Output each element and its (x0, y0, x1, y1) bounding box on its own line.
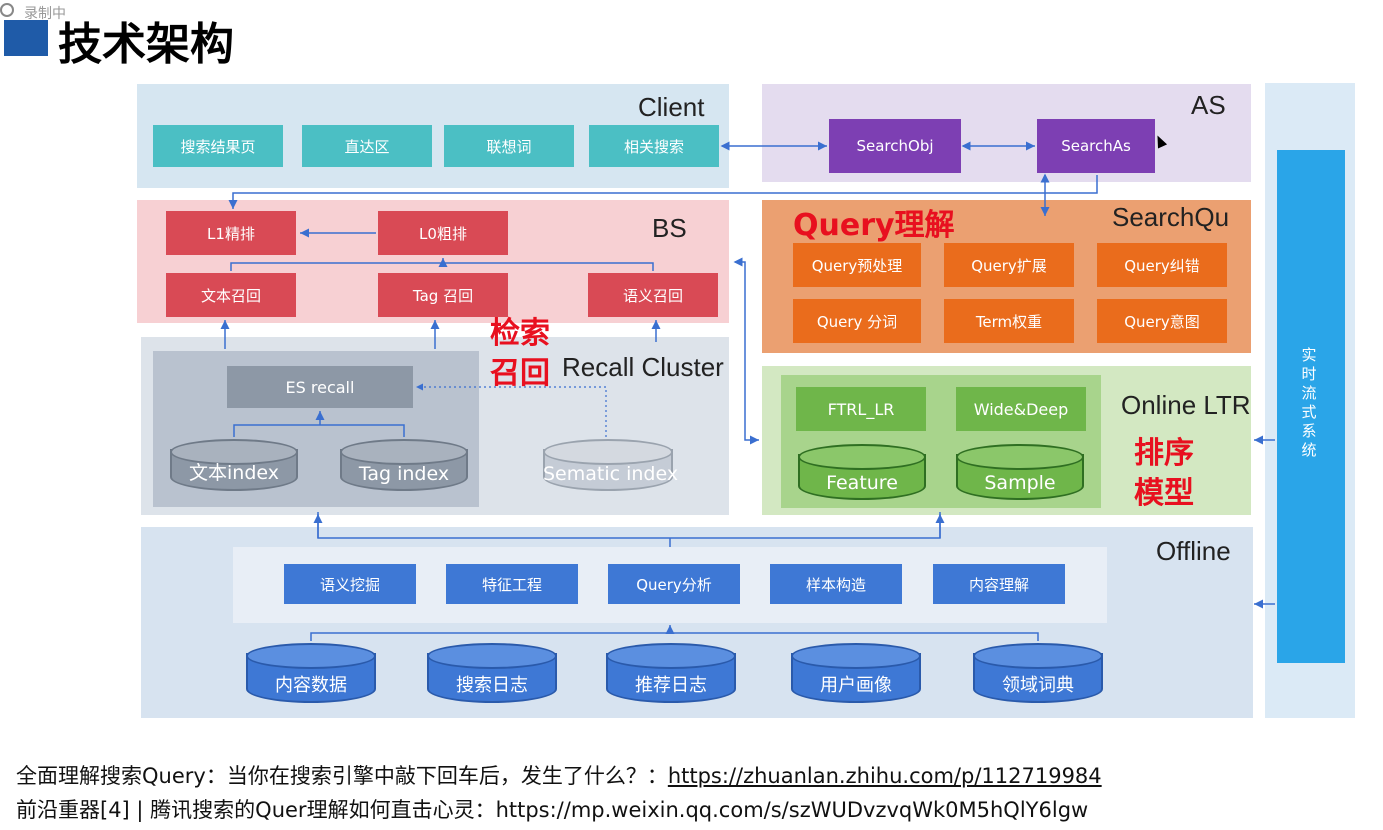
query-segment[interactable]: Query 分词 (793, 299, 921, 343)
source-content-data[interactable]: 内容数据 (246, 643, 376, 703)
as-title: AS (1191, 90, 1226, 120)
footer-line-2: 前沿重器[4] | 腾讯搜索的Quer理解如何直击心灵：https://mp.w… (16, 798, 1089, 822)
source-search-log[interactable]: 搜索日志 (427, 643, 557, 703)
ltr-title: Online LTR (1121, 390, 1251, 420)
client-item-suggest[interactable]: 联想词 (444, 125, 574, 167)
ltr-wide-deep[interactable]: Wide&Deep (956, 387, 1086, 431)
footer-line-1: 全面理解搜索Query：当你在搜索引擎中敲下回车后，发生了什么？：https:/… (16, 760, 1102, 790)
realtime-label: 实时流式系统 (1301, 346, 1317, 459)
page-title: 技术架构 (58, 19, 234, 70)
bs-l0-ranking[interactable]: L0粗排 (378, 211, 508, 255)
bs-text-recall[interactable]: 文本召回 (166, 273, 296, 317)
recall-red-label-1: 检索 (490, 316, 550, 351)
query-expand[interactable]: Query扩展 (944, 243, 1074, 287)
client-title: Client (638, 92, 705, 122)
index-semantic[interactable]: Sematic index (543, 439, 678, 491)
ltr-ftrl-lr[interactable]: FTRL_LR (796, 387, 926, 431)
source-recommend-log[interactable]: 推荐日志 (606, 643, 736, 703)
client-item-related-search[interactable]: 相关搜索 (589, 125, 719, 167)
query-intent[interactable]: Query意图 (1097, 299, 1227, 343)
ltr-red-label-2: 模型 (1134, 476, 1194, 511)
recall-es-recall[interactable]: ES recall (227, 366, 413, 408)
recording-badge: 录制中 (0, 0, 80, 22)
offline-task-query-analysis[interactable]: Query分析 (608, 564, 740, 604)
title-square-icon (4, 20, 48, 56)
recall-red-label-2: 召回 (490, 356, 550, 391)
offline-title: Offline (1156, 536, 1231, 566)
bs-l1-ranking[interactable]: L1精排 (166, 211, 296, 255)
query-title: SearchQu (1112, 202, 1230, 232)
query-term-weight[interactable]: Term权重 (944, 299, 1074, 343)
recording-icon (0, 3, 14, 17)
source-user-profile[interactable]: 用户画像 (791, 643, 921, 703)
as-searchas[interactable]: SearchAs (1037, 119, 1155, 173)
bs-title: BS (652, 213, 687, 243)
source-domain-dict[interactable]: 领域词典 (973, 643, 1103, 703)
query-correct[interactable]: Query纠错 (1097, 243, 1227, 287)
offline-task-feature-eng[interactable]: 特征工程 (446, 564, 578, 604)
realtime-bar[interactable] (1277, 150, 1345, 663)
index-text[interactable]: 文本index (170, 439, 298, 491)
store-feature[interactable]: Feature (798, 444, 926, 500)
recall-title: Recall Cluster (562, 352, 724, 382)
bs-tag-recall[interactable]: Tag 召回 (378, 273, 508, 317)
ltr-red-label-1: 排序 (1134, 436, 1194, 471)
client-item-search-results[interactable]: 搜索结果页 (153, 125, 283, 167)
store-sample[interactable]: Sample (956, 444, 1084, 500)
query-red-title: Query理解 (793, 208, 955, 243)
bs-semantic-recall[interactable]: 语义召回 (588, 273, 718, 317)
footer-link-zhihu[interactable]: https://zhuanlan.zhihu.com/p/112719984 (667, 764, 1102, 788)
as-searchobj[interactable]: SearchObj (829, 119, 961, 173)
offline-task-content-understand[interactable]: 内容理解 (933, 564, 1065, 604)
query-preprocess[interactable]: Query预处理 (793, 243, 921, 287)
footer-line-1-text: 全面理解搜索Query：当你在搜索引擎中敲下回车后，发生了什么？： (16, 764, 668, 788)
offline-task-semantic-mining[interactable]: 语义挖掘 (284, 564, 416, 604)
client-item-direct-area[interactable]: 直达区 (302, 125, 432, 167)
index-tag[interactable]: Tag index (340, 439, 468, 491)
offline-task-sample-build[interactable]: 样本构造 (770, 564, 902, 604)
